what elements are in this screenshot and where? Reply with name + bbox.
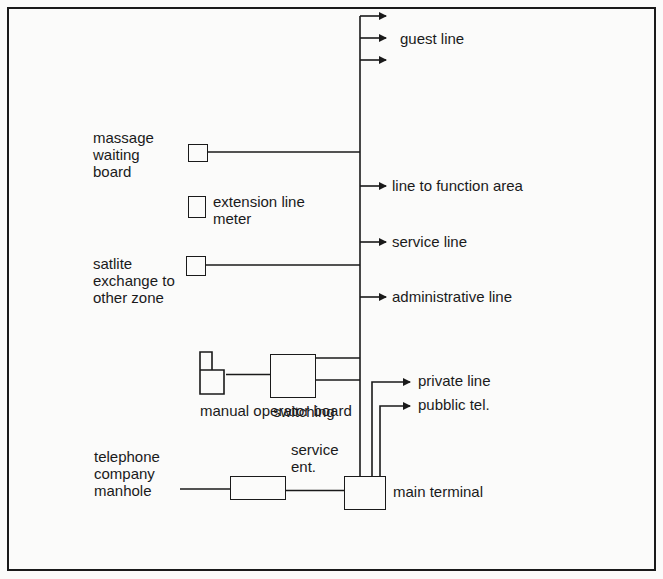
line-label: telephone company manhole bbox=[92, 448, 180, 499]
line-label: line to function area bbox=[390, 177, 525, 194]
message-board-box: massage waiting board bbox=[188, 144, 208, 162]
line-label: pubblic tel. bbox=[416, 396, 492, 413]
switching-box: switching bbox=[270, 354, 316, 398]
operator-console-outline bbox=[198, 350, 226, 396]
satellite-box: satlite exchange to other zone bbox=[186, 256, 206, 276]
node-label: extension line meter bbox=[213, 193, 313, 227]
service-entrance-box: service ent. bbox=[230, 476, 286, 500]
connector bbox=[286, 490, 344, 492]
line-label: guest line bbox=[398, 30, 466, 47]
node-label: main terminal bbox=[393, 483, 503, 500]
node-label: switching bbox=[273, 403, 363, 420]
main-terminal-box: main terminal bbox=[344, 476, 386, 510]
node-label: satlite exchange to other zone bbox=[93, 255, 181, 306]
line-label: service line bbox=[390, 233, 469, 250]
connector bbox=[226, 374, 270, 376]
frame bbox=[8, 8, 655, 570]
meter-box: extension line meter bbox=[188, 196, 206, 218]
line-label: administrative line bbox=[390, 288, 514, 305]
node-label: massage waiting board bbox=[93, 129, 181, 180]
bus-wiring bbox=[178, 16, 410, 489]
node-label: service ent. bbox=[291, 441, 351, 475]
line-label: private line bbox=[416, 372, 493, 389]
operator-board: manual operator board bbox=[198, 350, 226, 396]
